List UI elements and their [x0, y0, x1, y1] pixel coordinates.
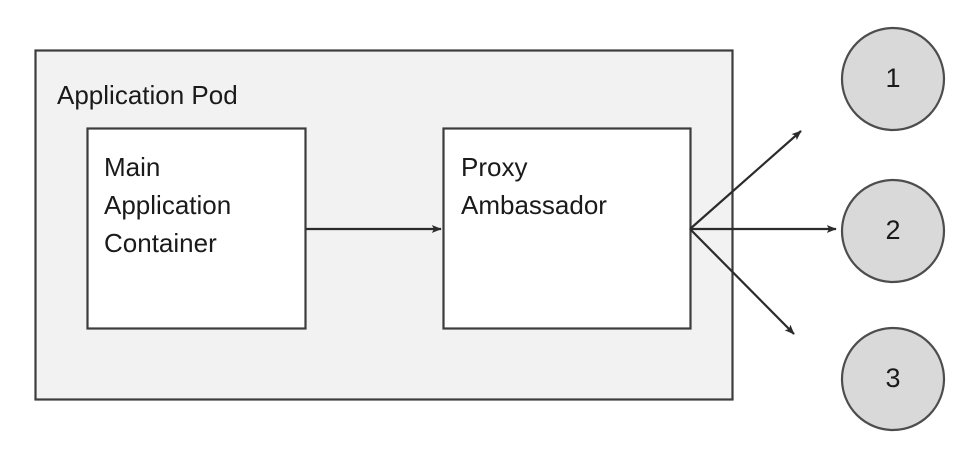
- endpoint-2-circle: [840, 178, 946, 284]
- connector-proxy-to-endpoint-3-arrow: [689, 228, 795, 335]
- proxy-ambassador-box: [442, 127, 692, 330]
- connector-proxy-to-endpoint-1-arrow: [689, 130, 802, 230]
- endpoint-3-circle: [840, 326, 946, 432]
- main-application-container-box: [86, 127, 307, 330]
- endpoint-1-circle: [840, 26, 946, 132]
